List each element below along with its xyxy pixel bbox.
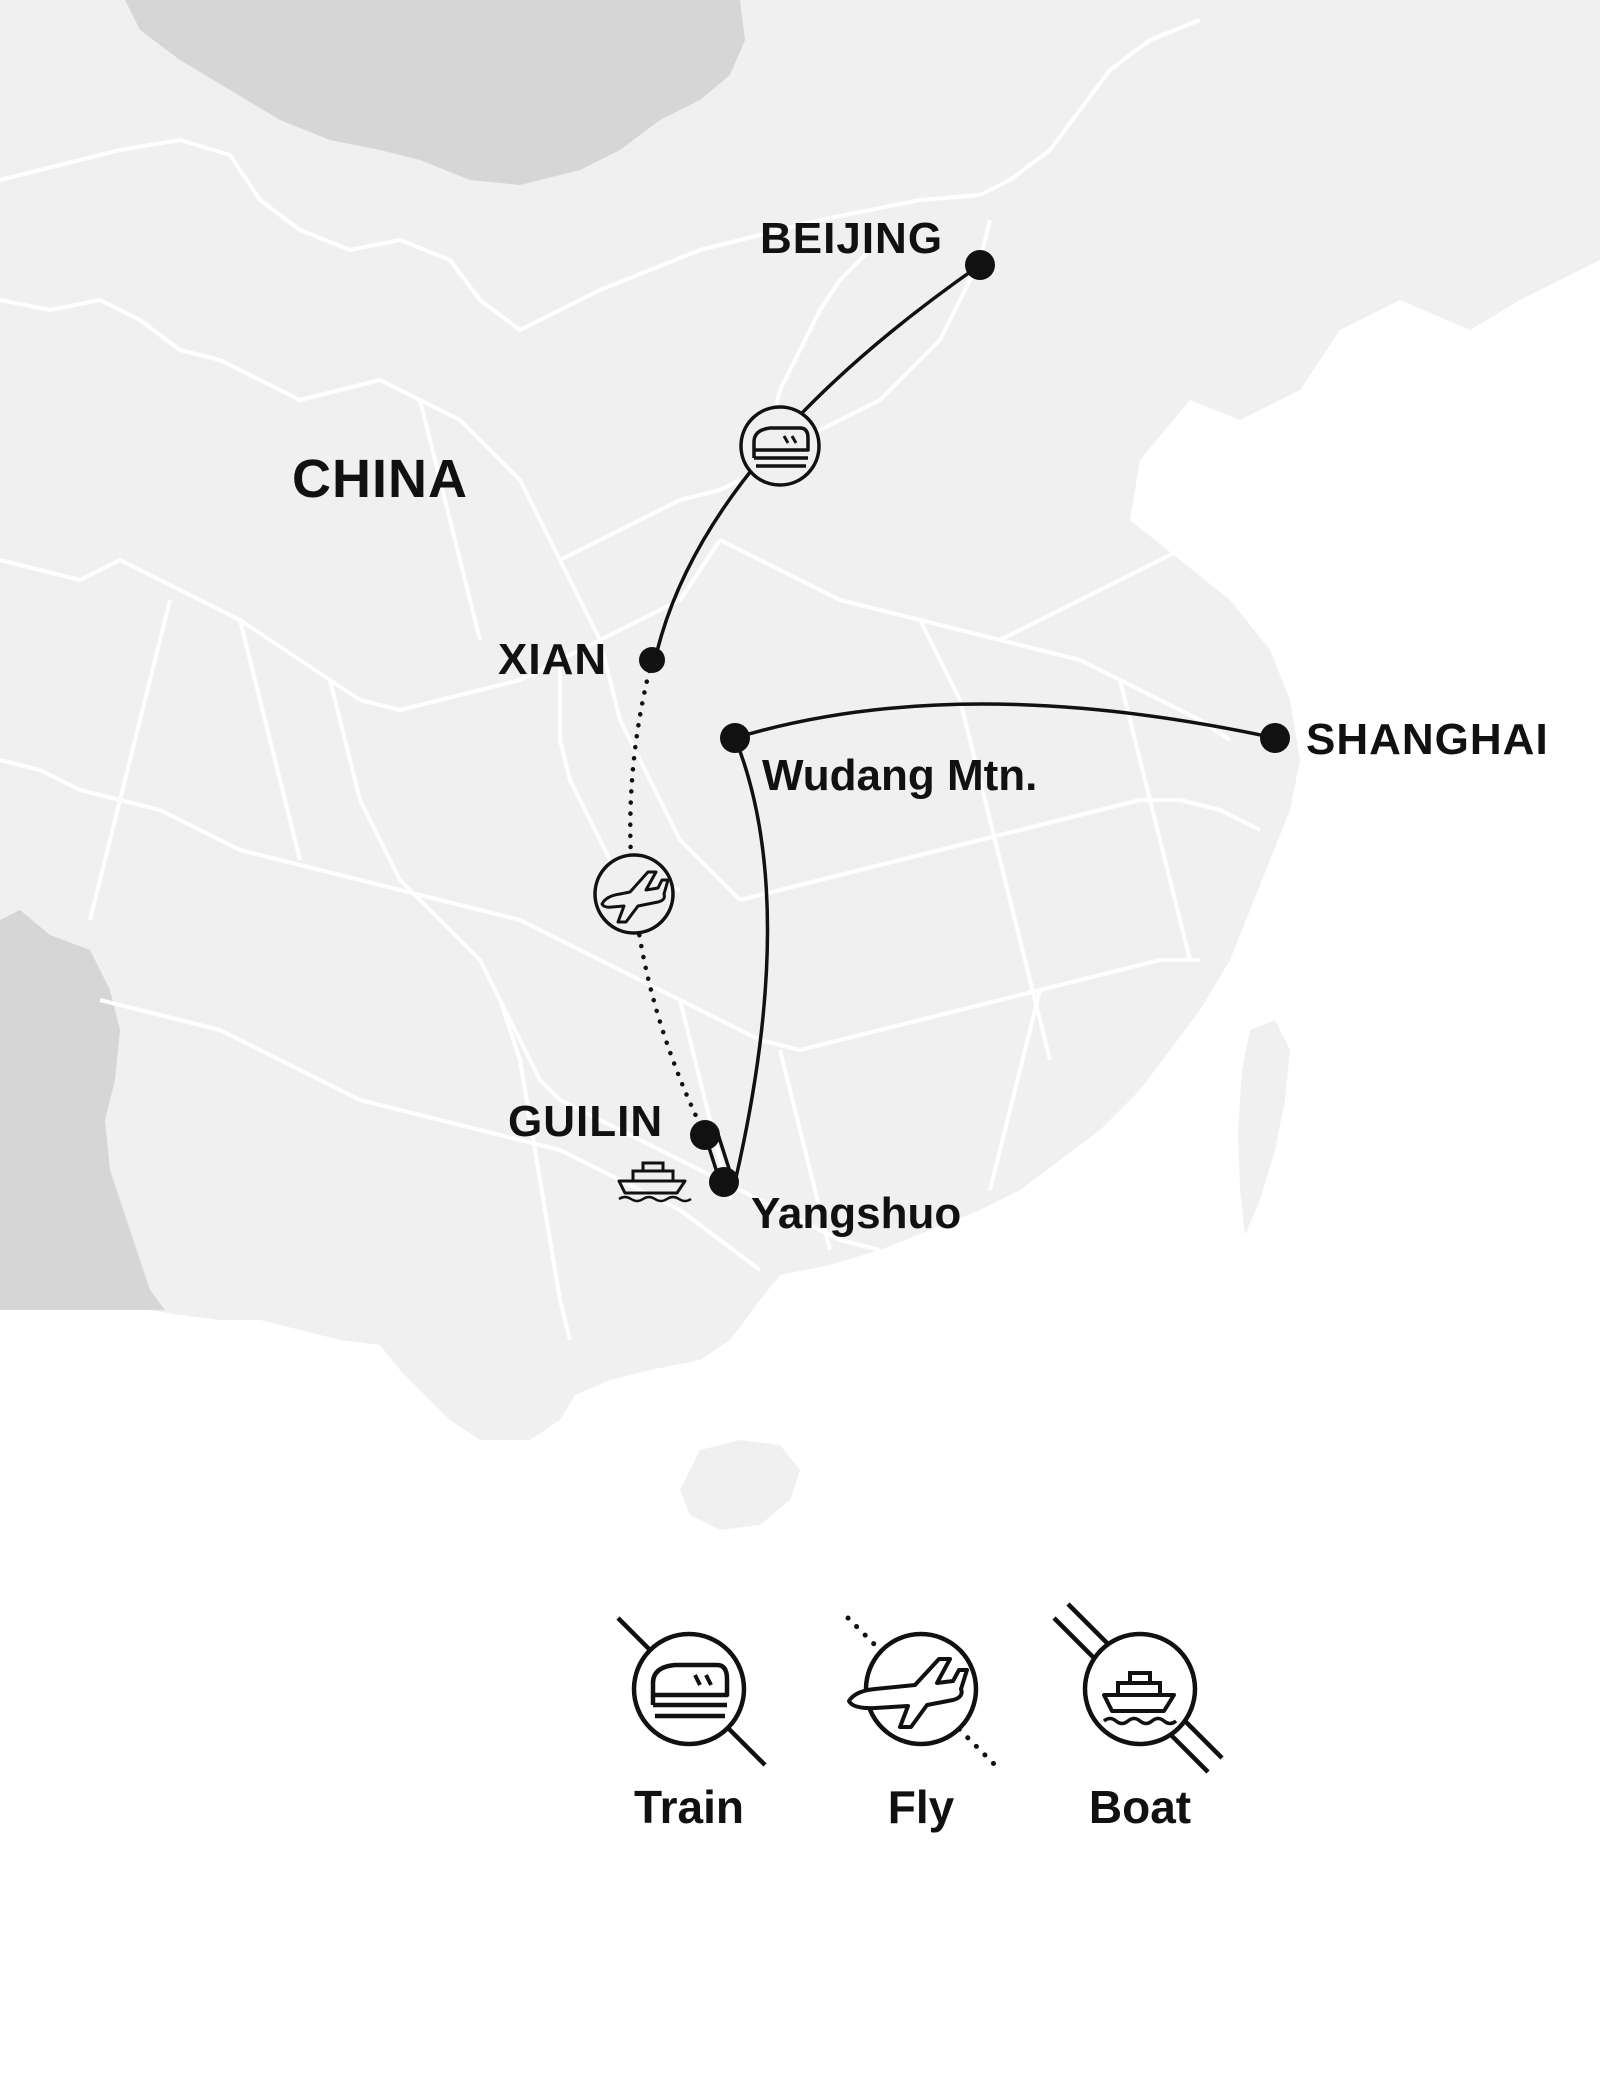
legend-label-fly: Fly	[888, 1781, 955, 1833]
city-label-yangshuo: Yangshuo	[751, 1189, 961, 1238]
country-label: CHINA	[292, 449, 468, 509]
guilin-dot[interactable]	[690, 1120, 720, 1150]
boat-icon	[617, 1161, 692, 1203]
shanghai-dot[interactable]	[1260, 723, 1290, 753]
train-icon	[739, 405, 821, 487]
hainan-island	[680, 1440, 800, 1530]
legend-plane-icon	[847, 1631, 979, 1747]
legend: Train Fly Boat	[616, 1602, 1224, 1833]
route-fly-xian-guilin	[628, 657, 708, 1138]
legend-item-boat: Boat	[1052, 1602, 1224, 1833]
legend-item-fly: Fly	[845, 1615, 998, 1833]
route-icons	[593, 405, 821, 1203]
legend-label-boat: Boat	[1089, 1781, 1191, 1833]
wudang-dot[interactable]	[720, 723, 750, 753]
city-label-xian: XIAN	[498, 635, 607, 684]
plane-icon	[593, 853, 675, 935]
map-labels: CHINA BEIJING XIAN Wudang Mtn. SHANGHAI …	[292, 214, 1549, 1238]
neighbor-southwest	[0, 910, 165, 1310]
city-label-shanghai: SHANGHAI	[1306, 715, 1549, 764]
city-label-beijing: BEIJING	[760, 214, 943, 263]
yangshuo-dot[interactable]	[709, 1167, 739, 1197]
legend-boat-icon	[1082, 1631, 1198, 1747]
city-markers	[639, 250, 1290, 1197]
legend-item-train: Train	[616, 1616, 767, 1833]
route-train-wudang-shanghai	[733, 702, 1277, 740]
city-label-wudang: Wudang Mtn.	[762, 751, 1037, 800]
city-label-guilin: GUILIN	[508, 1097, 663, 1146]
xian-dot[interactable]	[639, 647, 665, 673]
legend-train-icon	[631, 1631, 747, 1747]
taiwan-island	[1238, 1020, 1290, 1235]
beijing-dot[interactable]	[965, 250, 995, 280]
route-train-yangshuo-wudang	[733, 736, 770, 1184]
neighbor-north	[125, 0, 745, 185]
legend-label-train: Train	[634, 1781, 744, 1833]
